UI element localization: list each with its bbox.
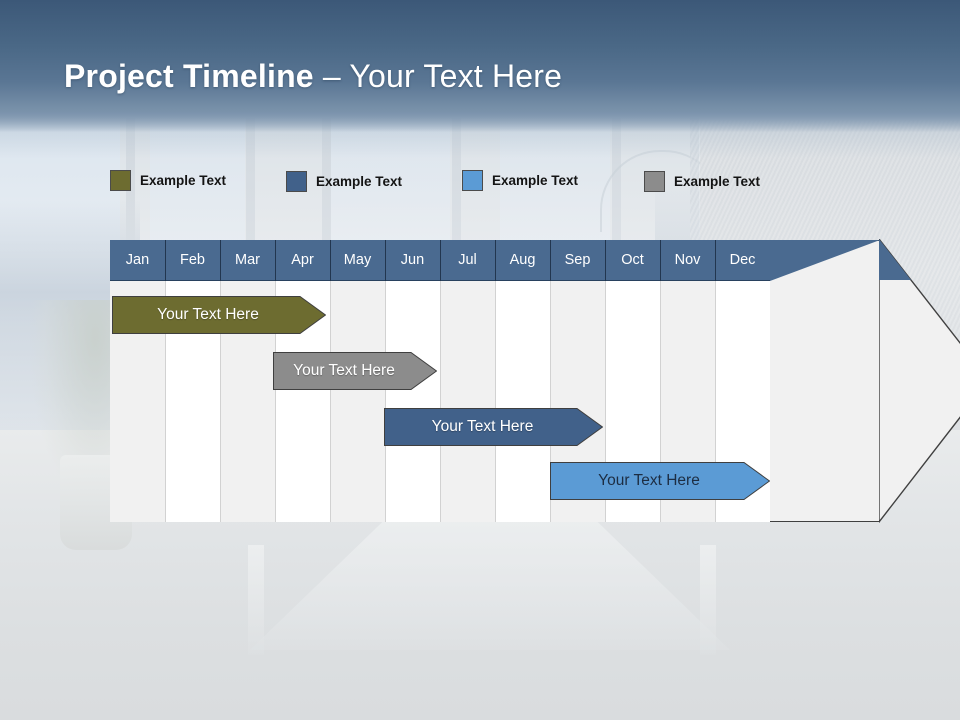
month-header-apr[interactable]: Apr bbox=[291, 252, 314, 268]
month-header-mar[interactable]: Mar bbox=[235, 252, 260, 268]
task-bar-3[interactable]: Your Text Here bbox=[384, 408, 603, 446]
month-header-row: Jan Feb Mar Apr May Jun Jul Aug Sep Oct Nov Dec bbox=[110, 240, 770, 281]
legend-label: Example Text bbox=[492, 173, 579, 188]
header-divider bbox=[495, 240, 496, 281]
legend: Example Text Example Text Example Text Exam… bbox=[110, 170, 850, 196]
month-header-jun[interactable]: Jun bbox=[400, 252, 425, 268]
timeline-arrow-tip-icon bbox=[879, 239, 960, 523]
title-band-fade bbox=[0, 112, 960, 158]
table-leg-right bbox=[700, 545, 716, 655]
task-arrow-shape-icon bbox=[112, 296, 326, 334]
task-bar-2[interactable]: Your Text Here bbox=[273, 352, 437, 390]
column-divider bbox=[220, 240, 221, 522]
header-divider bbox=[715, 240, 716, 281]
legend-swatch-icon bbox=[644, 171, 665, 192]
header-divider bbox=[330, 240, 331, 281]
title-band bbox=[0, 0, 960, 132]
legend-item-gray[interactable]: Example Text bbox=[644, 171, 760, 192]
column-divider bbox=[495, 240, 496, 522]
legend-swatch-icon bbox=[462, 170, 483, 191]
legend-label: Example Text bbox=[140, 173, 227, 188]
month-header-feb[interactable]: Feb bbox=[180, 252, 205, 268]
header-divider bbox=[275, 240, 276, 281]
legend-item-dark-blue[interactable]: Example Text bbox=[286, 171, 402, 192]
header-divider bbox=[440, 240, 441, 281]
column-divider bbox=[165, 240, 166, 522]
column-divider bbox=[715, 240, 716, 522]
header-divider bbox=[165, 240, 166, 281]
page-title-bold: Project Timeline bbox=[64, 58, 314, 94]
legend-swatch-icon bbox=[286, 171, 307, 192]
month-header-aug[interactable]: Aug bbox=[509, 252, 536, 268]
column-divider bbox=[550, 240, 551, 522]
page-title-dash: – bbox=[313, 58, 350, 94]
header-divider bbox=[550, 240, 551, 281]
month-header-may[interactable]: May bbox=[343, 252, 372, 268]
column-divider bbox=[605, 240, 606, 522]
legend-item-olive[interactable]: Example Text bbox=[110, 170, 226, 191]
task-bar-label: Your Text Here bbox=[293, 362, 395, 379]
month-header-dec[interactable]: Dec bbox=[729, 252, 756, 268]
legend-swatch-icon bbox=[110, 170, 131, 191]
task-arrow-shape-icon bbox=[550, 462, 770, 500]
legend-label: Example Text bbox=[674, 174, 761, 189]
gantt-chart: Jan Feb Mar Apr May Jun Jul Aug Sep Oct Nov Dec You… bbox=[110, 239, 960, 523]
header-divider bbox=[605, 240, 606, 281]
month-header-jul[interactable]: Jul bbox=[458, 252, 477, 268]
page-title: Project Timeline – Your Text Here bbox=[64, 58, 562, 95]
month-header-nov[interactable]: Nov bbox=[674, 252, 701, 268]
legend-label: Example Text bbox=[316, 174, 403, 189]
task-arrow-shape-icon bbox=[384, 408, 603, 446]
task-bar-label: Your Text Here bbox=[157, 306, 259, 323]
task-arrow-shape-icon bbox=[273, 352, 437, 390]
task-bar-label: Your Text Here bbox=[431, 418, 534, 435]
month-header-sep[interactable]: Sep bbox=[564, 252, 591, 268]
table-leg-left bbox=[248, 545, 264, 655]
month-column-aug bbox=[495, 240, 550, 522]
month-column-jul bbox=[440, 240, 495, 522]
month-column-mar bbox=[220, 240, 275, 522]
page-title-regular: Your Text Here bbox=[349, 58, 563, 94]
task-bar-4[interactable]: Your Text Here bbox=[550, 462, 770, 500]
header-divider bbox=[220, 240, 221, 281]
column-divider bbox=[660, 240, 661, 522]
header-divider bbox=[385, 240, 386, 281]
month-column-feb bbox=[165, 240, 220, 522]
month-header-oct[interactable]: Oct bbox=[621, 252, 644, 268]
task-bar-1[interactable]: Your Text Here bbox=[112, 296, 326, 334]
month-column-jan bbox=[110, 240, 165, 522]
month-header-jan[interactable]: Jan bbox=[125, 252, 150, 268]
task-bar-label: Your Text Here bbox=[598, 472, 700, 489]
column-divider bbox=[440, 240, 441, 522]
header-divider bbox=[660, 240, 661, 281]
legend-item-light-blue[interactable]: Example Text bbox=[462, 170, 578, 191]
